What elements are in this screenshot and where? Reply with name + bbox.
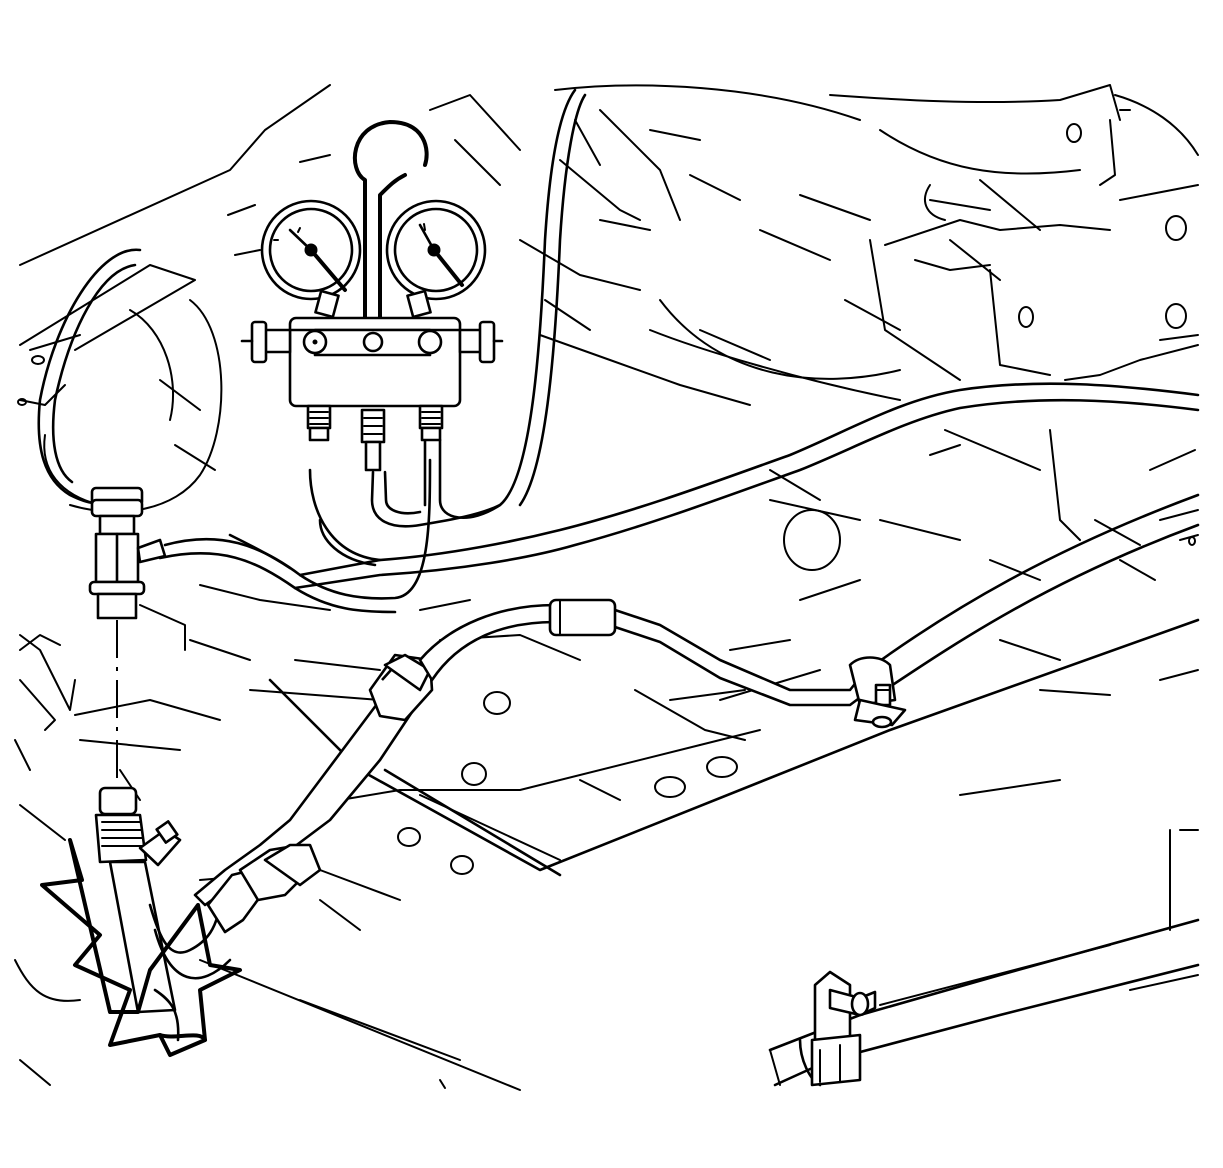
vehicle-body-background <box>14 84 1200 1091</box>
line-clip <box>848 656 907 729</box>
service-port <box>94 786 182 867</box>
hanger-hook <box>352 120 429 332</box>
low-pressure-gauge <box>260 199 362 319</box>
high-pressure-gauge <box>385 199 487 319</box>
manifold-gauge-set <box>240 120 504 472</box>
service-coupler <box>88 486 167 620</box>
manifold-fittings <box>306 404 444 472</box>
detail-breakout-outline <box>40 838 242 1057</box>
refrigerant-line <box>108 493 1200 1014</box>
line-clip-lower <box>810 970 877 1087</box>
gauge-hoses <box>37 88 1200 614</box>
